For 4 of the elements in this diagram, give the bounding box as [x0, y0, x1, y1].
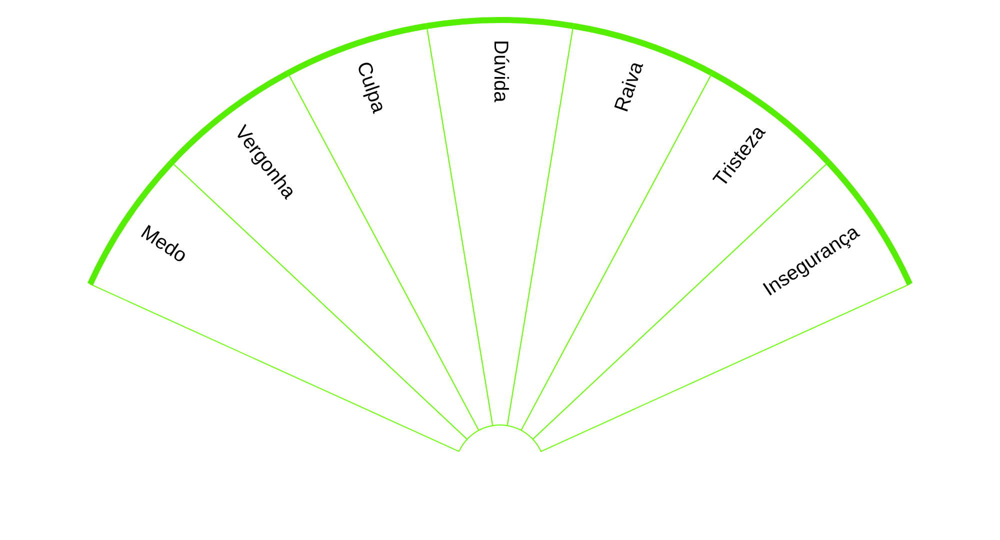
sector-label: Dúvida	[490, 40, 512, 102]
sector-label: Raiva	[610, 59, 648, 115]
fan-sector	[426, 17, 574, 426]
sector-label: Culpa	[352, 59, 390, 116]
